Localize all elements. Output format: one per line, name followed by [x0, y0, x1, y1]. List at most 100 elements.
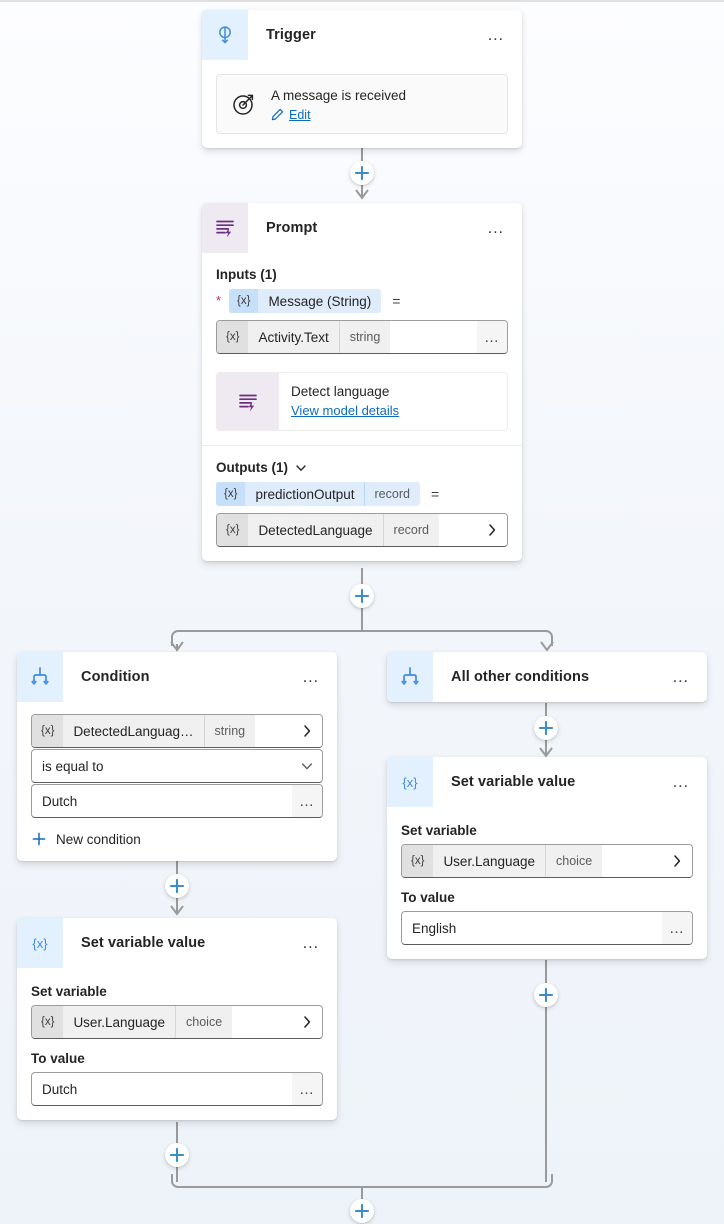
variable-token-icon: {x}: [217, 321, 249, 353]
arrow-head-aoc-to-setvar: [539, 746, 553, 764]
prompt-input-value-field[interactable]: {x} Activity.Text string …: [216, 320, 508, 354]
condition-left-operand-chip: {x} DetectedLanguag… string: [32, 715, 256, 747]
view-model-details-link[interactable]: View model details: [291, 403, 400, 418]
svg-text:{x}: {x}: [402, 775, 418, 790]
set-variable-left-variable-expand-button[interactable]: [292, 1006, 322, 1038]
set-variable-right-to-value-label: To value: [401, 890, 455, 905]
prompt-output-value-field[interactable]: {x} DetectedLanguage record: [216, 513, 508, 547]
add-step-after-trigger[interactable]: [350, 161, 374, 185]
condition-left-operand-field[interactable]: {x} DetectedLanguag… string: [31, 714, 323, 748]
trigger-bulb-icon: [202, 10, 248, 60]
prompt-menu-button[interactable]: …: [486, 218, 506, 237]
set-variable-right-variable-field[interactable]: {x} User.Language choice: [401, 844, 693, 878]
arrow-head-condition-to-setvar: [170, 904, 184, 922]
variable-braces-icon: {x}: [387, 757, 433, 807]
connector-split-right-elbow: [539, 630, 553, 646]
svg-text:{x}: {x}: [32, 936, 48, 951]
prompt-inputs-label-row: Inputs (1): [216, 267, 508, 282]
add-step-after-set-variable-right[interactable]: [534, 983, 558, 1007]
new-condition-button[interactable]: New condition: [31, 831, 323, 847]
all-other-conditions-header[interactable]: All other conditions …: [387, 652, 707, 702]
chevron-down-icon[interactable]: [292, 750, 322, 782]
connector-setvar-right-tail: [545, 960, 547, 1182]
add-step-after-condition[interactable]: [165, 874, 189, 898]
condition-right-operand-value: Dutch: [42, 793, 78, 809]
set-variable-left-to-value-field[interactable]: Dutch …: [31, 1072, 323, 1106]
set-variable-right-to-value-menu-button[interactable]: …: [662, 912, 692, 944]
chevron-down-icon[interactable]: [295, 462, 307, 474]
all-other-conditions-menu-button[interactable]: …: [671, 667, 691, 686]
trigger-menu-button[interactable]: …: [486, 25, 506, 44]
prompt-input-equals: =: [392, 293, 401, 309]
node-set-variable-left[interactable]: {x} Set variable value … Set variable {x…: [17, 918, 337, 1120]
condition-header[interactable]: Condition …: [17, 652, 337, 702]
node-prompt[interactable]: Prompt … Inputs (1) * {x} Message (Strin…: [202, 203, 522, 561]
required-asterisk: *: [216, 293, 222, 308]
set-variable-right-variable-expand-button[interactable]: [662, 845, 692, 877]
condition-right-operand-menu-button[interactable]: …: [292, 785, 322, 817]
prompt-input-value-name: Activity.Text: [258, 329, 329, 345]
prompt-model-card[interactable]: Detect language View model details: [216, 372, 508, 431]
trigger-edit-row[interactable]: Edit: [271, 108, 406, 122]
prompt-inputs-label: Inputs (1): [216, 267, 277, 282]
set-variable-right-variable-spacer: [602, 845, 662, 877]
prompt-lines-bolt-icon: [202, 203, 248, 253]
prompt-title: Prompt: [266, 220, 318, 236]
pencil-icon: [271, 108, 284, 121]
condition-menu-button[interactable]: …: [301, 667, 321, 686]
arrow-head-to-condition: [170, 640, 184, 658]
connector-merge-left-elbow: [171, 1174, 187, 1188]
connector-split-left-elbow: [171, 630, 185, 646]
add-step-after-set-variable-left[interactable]: [165, 1143, 189, 1167]
prompt-output-value-name: DetectedLanguage: [258, 522, 373, 538]
set-variable-right-variable-type: choice: [545, 845, 602, 877]
set-variable-right-variable-name: User.Language: [443, 853, 536, 869]
set-variable-left-to-value-menu-button[interactable]: …: [292, 1073, 322, 1105]
prompt-header[interactable]: Prompt …: [202, 203, 522, 253]
set-variable-left-variable-field[interactable]: {x} User.Language choice: [31, 1005, 323, 1039]
set-variable-left-variable-chip: {x} User.Language choice: [32, 1006, 233, 1038]
prompt-input-value-menu-button[interactable]: …: [477, 321, 507, 353]
condition-right-operand-field[interactable]: Dutch …: [31, 784, 323, 818]
prompt-input-value-type: string: [338, 321, 391, 353]
trigger-event-text: A message is received Edit: [271, 78, 416, 131]
add-step-after-prompt[interactable]: [350, 584, 374, 608]
set-variable-right-to-value-field[interactable]: English …: [401, 911, 693, 945]
condition-body: {x} DetectedLanguag… string is equal to …: [17, 702, 337, 861]
set-variable-left-menu-button[interactable]: …: [301, 933, 321, 952]
trigger-header[interactable]: Trigger …: [202, 10, 522, 60]
condition-left-operand-type: string: [203, 715, 256, 747]
trigger-event-card[interactable]: A message is received Edit: [216, 74, 508, 134]
set-variable-right-body: Set variable {x} User.Language choice To…: [387, 807, 707, 959]
set-variable-right-menu-button[interactable]: …: [671, 772, 691, 791]
prompt-output-name: predictionOutput: [255, 486, 355, 502]
node-all-other-conditions[interactable]: All other conditions …: [387, 652, 707, 702]
variable-token-icon: {x}: [402, 845, 434, 877]
node-condition[interactable]: Condition … {x} DetectedLanguag… string …: [17, 652, 337, 861]
add-step-after-merge[interactable]: [350, 1199, 374, 1223]
set-variable-right-to-value: English: [412, 920, 457, 936]
prompt-output-pill: {x} predictionOutput record: [216, 482, 420, 506]
prompt-output-value-spacer: [438, 514, 477, 546]
prompt-output-expand-button[interactable]: [477, 514, 507, 546]
node-set-variable-right[interactable]: {x} Set variable value … Set variable {x…: [387, 757, 707, 959]
prompt-output-value-type: record: [382, 514, 439, 546]
set-variable-left-variable-type: choice: [175, 1006, 232, 1038]
prompt-outputs-label-row[interactable]: Outputs (1): [216, 460, 508, 475]
set-variable-left-variable-name: User.Language: [73, 1014, 166, 1030]
prompt-input-pill-row: * {x} Message (String) =: [216, 289, 508, 313]
condition-left-operand-expand-button[interactable]: [292, 715, 322, 747]
trigger-title: Trigger: [266, 27, 316, 43]
trigger-edit-link[interactable]: Edit: [289, 107, 311, 122]
trigger-body: A message is received Edit: [202, 60, 522, 148]
condition-operator-select[interactable]: is equal to: [31, 749, 323, 783]
new-condition-label: New condition: [56, 831, 141, 847]
node-trigger[interactable]: Trigger … A message is received: [202, 10, 522, 148]
set-variable-right-header[interactable]: {x} Set variable value …: [387, 757, 707, 807]
set-variable-left-to-value-label: To value: [31, 1051, 85, 1066]
all-other-conditions-title: All other conditions: [451, 669, 590, 685]
set-variable-left-header[interactable]: {x} Set variable value …: [17, 918, 337, 968]
add-step-after-all-other-conditions[interactable]: [534, 716, 558, 740]
set-variable-left-body: Set variable {x} User.Language choice To…: [17, 968, 337, 1120]
